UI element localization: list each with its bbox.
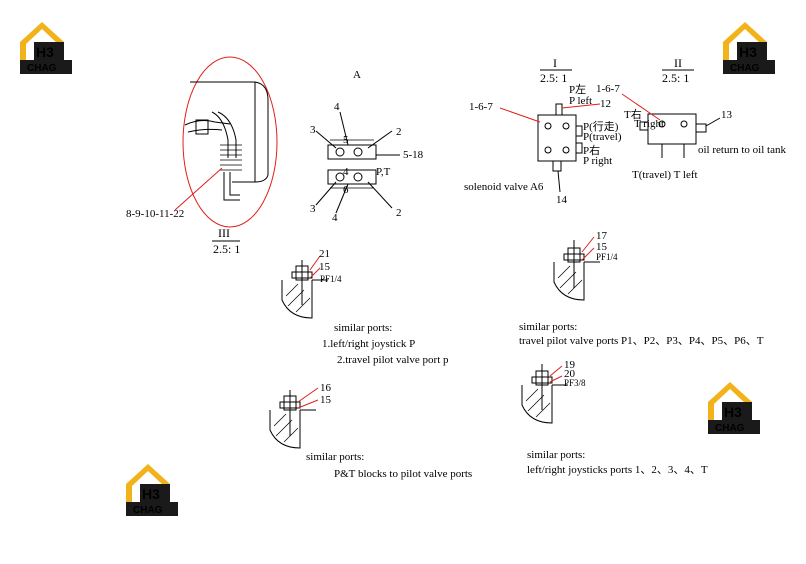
port4-callout-1: 19 <box>564 359 576 371</box>
view-a-callout-2b: 2 <box>396 207 402 219</box>
port-detail-1: 21 15 PF1/4 similar ports: 1.left/right … <box>281 248 449 366</box>
port1-line1: 1.left/right joystick P <box>322 338 415 350</box>
tank-outline <box>190 81 269 183</box>
detail-i-callout-167: 1-6-7 <box>469 101 493 113</box>
view-a-callout-2a: 2 <box>396 126 402 138</box>
port3-callout-1: 16 <box>320 382 332 394</box>
view-a-callout-pt: P,T <box>376 166 391 178</box>
detail-iii-title: III <box>218 226 230 240</box>
port-detail-4: 19 20 PF3/8 similar ports: left/right jo… <box>521 359 708 476</box>
port2-thread: PF1/4 <box>596 252 618 262</box>
logo-mark: H3 <box>142 486 160 502</box>
logo-name: CHAG <box>27 63 57 74</box>
port4-line1: left/right joysticks ports 1、2、3、4、T <box>527 464 708 476</box>
logo-bottom-left: H3 CHAG <box>126 464 178 516</box>
logo-mid-right: H3 CHAG <box>708 382 760 434</box>
detail-i-scale: 2.5: 1 <box>540 71 567 85</box>
detail-iii-callout: 8-9-10-11-22 <box>126 208 184 220</box>
detail-i-label-solenoid: solenoid valve A6 <box>464 181 544 193</box>
port1-thread: PF1/4 <box>320 274 342 284</box>
detail-i-label-pzuo: P左 <box>569 83 586 96</box>
logo-mark: H3 <box>36 44 54 60</box>
port2-line1: travel pilot valve ports P1、P2、P3、P4、P5、… <box>519 335 764 347</box>
port1-caption: similar ports: <box>334 322 392 334</box>
port-detail-2: 17 15 PF1/4 similar ports: travel pilot … <box>519 230 764 347</box>
detail-ii-label-tyou: T右 <box>624 107 642 121</box>
port4-caption: similar ports: <box>527 449 585 461</box>
port1-callout-1: 21 <box>319 248 330 260</box>
detail-ii-label-oil: oil return to oil tank <box>698 144 786 156</box>
logo-top-left: H3 CHAG <box>20 22 72 74</box>
view-a-callout-4a: 4 <box>334 101 340 113</box>
detail-i-callout-14: 14 <box>556 194 568 206</box>
port3-callout-2: 15 <box>320 394 332 406</box>
detail-ii-label-ttravel: T(travel) T left <box>632 169 698 181</box>
detail-ii-scale: 2.5: 1 <box>662 71 689 85</box>
logo-mark: H3 <box>724 404 742 420</box>
detail-i-label-pleft: P left <box>569 95 592 107</box>
detail-i: I 2.5: 1 1-6-7 P左 P left 12 P(行走) P(trav… <box>464 56 622 206</box>
logo-mark: H3 <box>739 44 757 60</box>
detail-ii-label-tright: T right <box>634 118 664 130</box>
detail-i-label-pright: P right <box>583 155 612 167</box>
port2-callout-1: 17 <box>596 230 608 242</box>
view-a-callout-3b: 3 <box>310 203 316 215</box>
view-a-callout-5: 5 <box>343 134 349 146</box>
logo-name: CHAG <box>715 423 745 434</box>
detail-i-callout-12: 12 <box>600 98 611 110</box>
port1-line2: 2.travel pilot valve port p <box>337 354 449 366</box>
port3-caption: similar ports: <box>306 451 364 463</box>
view-a-callout-3a: 3 <box>310 124 316 136</box>
port-detail-3: 16 15 similar ports: P&T blocks to pilot… <box>269 382 472 480</box>
block-lower <box>327 169 377 185</box>
view-a-callout-5-18: 5-18 <box>403 149 424 161</box>
port1-callout-2: 15 <box>319 261 331 273</box>
logo-top-right: H3 CHAG <box>723 22 775 74</box>
logo-name: CHAG <box>133 505 163 516</box>
port3-line1: P&T blocks to pilot valve ports <box>334 468 472 480</box>
view-a: A 4 5 2 3 5-18 4 6 P,T 3 4 2 <box>310 69 424 224</box>
detail-iii-ellipse <box>182 56 278 228</box>
port4-thread: PF3/8 <box>564 378 586 388</box>
detail-ii-title: II <box>674 56 682 70</box>
logo-name: CHAG <box>730 63 760 74</box>
view-a-callout-4c: 4 <box>332 212 338 224</box>
detail-ii-callout-13: 13 <box>721 109 733 121</box>
view-a-callout-6: 6 <box>343 184 349 196</box>
detail-ii-callout-167: 1-6-7 <box>596 83 620 95</box>
block-upper <box>327 144 377 160</box>
detail-iii: 8-9-10-11-22 III 2.5: 1 <box>126 56 278 256</box>
detail-i-label-pxing: P(行走) <box>583 120 619 133</box>
detail-i-label-ptravel: P(travel) <box>583 131 622 143</box>
port2-caption: similar ports: <box>519 321 577 333</box>
view-a-callout-4b: 4 <box>343 166 349 178</box>
detail-i-title: I <box>553 56 557 70</box>
port2-callout-2: 15 <box>596 241 608 253</box>
detail-i-label-pyou: P右 <box>583 143 600 157</box>
view-a-title: A <box>353 69 361 81</box>
port4-callout-2: 20 <box>564 368 576 380</box>
detail-ii: II 2.5: 1 1-6-7 T右 T right 13 oil return… <box>596 56 786 181</box>
valve-block-i <box>537 114 577 162</box>
detail-iii-scale: 2.5: 1 <box>213 242 240 256</box>
